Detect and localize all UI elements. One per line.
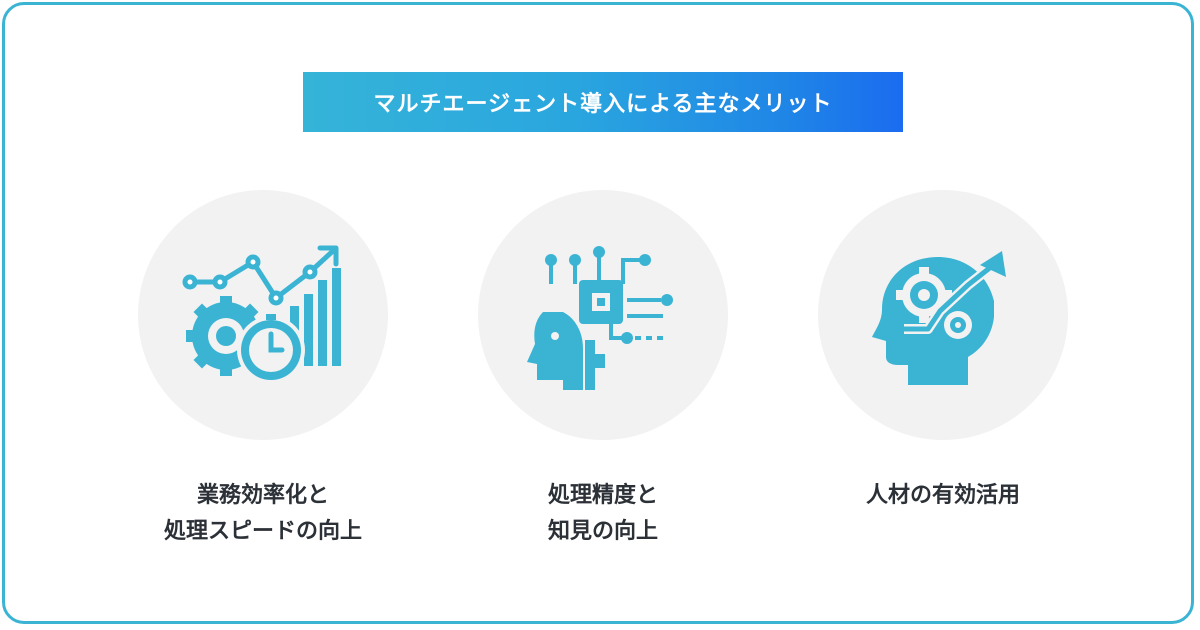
benefit-card-talent: 人材の有効活用 — [818, 190, 1068, 514]
benefit-icon-circle — [478, 190, 728, 440]
growth-chart-gears-clock-icon — [182, 245, 341, 384]
benefit-label: 処理精度と 知見の向上 — [547, 483, 658, 544]
benefit-card-efficiency: 業務効率化と 処理スピードの向上 — [138, 190, 388, 550]
benefit-label: 業務効率化と 処理スピードの向上 — [163, 483, 362, 544]
benefit-card-accuracy: 処理精度と 知見の向上 — [478, 190, 728, 550]
benefit-icon-circle — [818, 190, 1068, 440]
benefit-icon-circle — [138, 190, 388, 440]
ai-head-circuit-icon — [527, 246, 673, 390]
page-title: マルチエージェント導入による主なメリット — [373, 92, 833, 117]
page-title-banner: マルチエージェント導入による主なメリット — [303, 72, 903, 132]
benefit-label: 人材の有効活用 — [865, 483, 1020, 508]
head-gears-arrow-icon — [872, 251, 1006, 385]
